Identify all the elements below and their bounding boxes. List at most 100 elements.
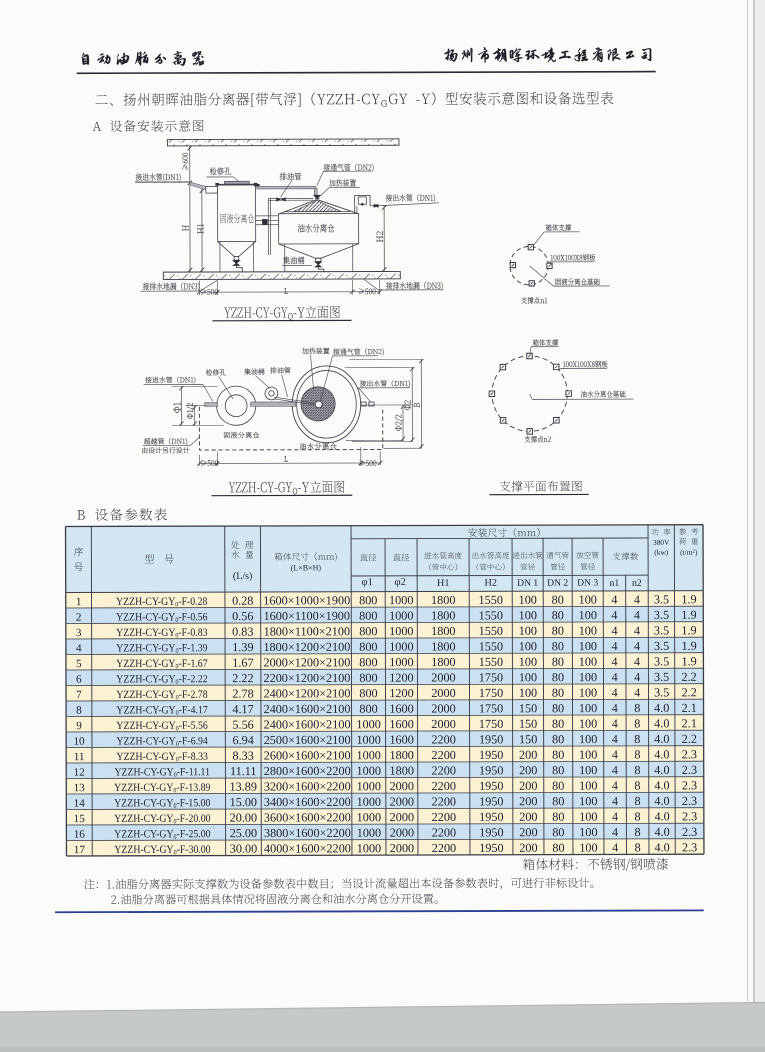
svg-text:4.0: 4.0 <box>654 732 669 746</box>
svg-text:YZZH-CY-GY0-F-15.00: YZZH-CY-GY0-F-15.00 <box>114 798 210 810</box>
svg-text:1000: 1000 <box>357 795 381 809</box>
svg-text:800: 800 <box>359 702 377 716</box>
svg-text:8: 8 <box>635 840 641 854</box>
svg-text:100: 100 <box>579 794 597 808</box>
svg-text:100: 100 <box>579 841 597 855</box>
svg-text:YZZH-CY-GY0-F-4.17: YZZH-CY-GY0-F-4.17 <box>116 705 207 717</box>
svg-text:8: 8 <box>634 732 640 746</box>
svg-text:YZZH-CY-GY0-F-0.83: YZZH-CY-GY0-F-0.83 <box>116 627 207 639</box>
svg-text:4: 4 <box>612 763 618 777</box>
svg-text:YZZH-CY-GY0-F-1.39: YZZH-CY-GY0-F-1.39 <box>116 643 207 655</box>
svg-text:4: 4 <box>612 841 618 855</box>
svg-text:φ2: φ2 <box>394 577 405 588</box>
svg-text:1800: 1800 <box>390 764 414 778</box>
svg-text:1.67: 1.67 <box>232 656 253 670</box>
svg-text:150: 150 <box>519 732 537 746</box>
svg-text:4: 4 <box>76 643 82 655</box>
svg-text:80: 80 <box>552 810 564 824</box>
svg-text:1950: 1950 <box>479 810 503 824</box>
svg-text:2.3: 2.3 <box>682 840 697 854</box>
svg-text:1550: 1550 <box>479 593 503 607</box>
svg-text:4.0: 4.0 <box>654 701 669 715</box>
svg-text:2200: 2200 <box>432 794 456 808</box>
svg-text:5.56: 5.56 <box>232 718 253 732</box>
svg-text:150: 150 <box>519 701 537 715</box>
svg-text:2200: 2200 <box>432 810 456 824</box>
svg-text:4: 4 <box>634 654 640 668</box>
svg-text:14: 14 <box>74 798 86 810</box>
svg-text:1600: 1600 <box>389 733 413 747</box>
svg-text:800: 800 <box>359 686 377 700</box>
svg-text:2000: 2000 <box>390 795 414 809</box>
svg-text:800: 800 <box>359 655 377 669</box>
svg-text:100: 100 <box>579 608 597 622</box>
svg-text:1000: 1000 <box>389 640 413 654</box>
svg-text:1800×1100×2100: 1800×1100×2100 <box>264 624 350 638</box>
svg-text:2000: 2000 <box>390 841 414 855</box>
svg-text:1000: 1000 <box>357 841 381 855</box>
svg-text:4: 4 <box>634 592 640 606</box>
svg-text:80: 80 <box>552 841 564 855</box>
svg-text:20.00: 20.00 <box>230 811 257 825</box>
svg-text:1000: 1000 <box>356 748 380 762</box>
svg-text:2000: 2000 <box>431 701 455 715</box>
svg-text:4: 4 <box>634 670 640 684</box>
svg-text:80: 80 <box>552 608 564 622</box>
svg-text:4.0: 4.0 <box>654 716 669 730</box>
svg-text:8: 8 <box>76 705 82 717</box>
svg-text:4: 4 <box>634 639 640 653</box>
svg-text:1.9: 1.9 <box>681 654 696 668</box>
svg-text:4.0: 4.0 <box>654 794 669 808</box>
svg-text:80: 80 <box>552 779 564 793</box>
svg-text:YZZH-CY-GY0-F-2.78: YZZH-CY-GY0-F-2.78 <box>116 689 207 701</box>
svg-text:80: 80 <box>552 763 564 777</box>
svg-text:800: 800 <box>359 671 377 685</box>
svg-text:100: 100 <box>519 593 537 607</box>
svg-text:80: 80 <box>552 717 564 731</box>
svg-text:4: 4 <box>612 732 618 746</box>
svg-text:2.78: 2.78 <box>232 687 253 701</box>
svg-text:4: 4 <box>634 623 640 637</box>
svg-text:800: 800 <box>359 624 377 638</box>
svg-text:1.9: 1.9 <box>681 623 696 637</box>
svg-text:1550: 1550 <box>479 655 503 669</box>
svg-text:2200: 2200 <box>432 825 456 839</box>
svg-text:2400×1200×2100: 2400×1200×2100 <box>264 686 351 700</box>
svg-text:8: 8 <box>634 701 640 715</box>
svg-text:3.5: 3.5 <box>654 670 669 684</box>
svg-text:2.3: 2.3 <box>682 825 697 839</box>
svg-text:8: 8 <box>634 763 640 777</box>
svg-text:100: 100 <box>519 686 537 700</box>
svg-text:0.28: 0.28 <box>232 594 253 608</box>
svg-text:2.3: 2.3 <box>682 809 697 823</box>
svg-text:16: 16 <box>74 829 86 841</box>
svg-text:1200: 1200 <box>389 686 413 700</box>
svg-text:2200: 2200 <box>432 763 456 777</box>
svg-text:100: 100 <box>519 670 537 684</box>
svg-text:8: 8 <box>635 825 641 839</box>
svg-text:2200×1200×2100: 2200×1200×2100 <box>263 671 350 685</box>
svg-text:2.22: 2.22 <box>232 671 253 685</box>
svg-text:200: 200 <box>519 794 537 808</box>
svg-text:80: 80 <box>552 655 564 669</box>
svg-text:1.39: 1.39 <box>232 640 253 654</box>
svg-text:4.0: 4.0 <box>654 778 669 792</box>
svg-text:100: 100 <box>579 655 597 669</box>
svg-text:1800: 1800 <box>431 639 455 653</box>
svg-text:2.1: 2.1 <box>682 716 697 730</box>
svg-text:8: 8 <box>634 716 640 730</box>
svg-text:17: 17 <box>74 844 86 856</box>
svg-text:6.94: 6.94 <box>232 733 253 747</box>
svg-text:4: 4 <box>611 624 617 638</box>
svg-text:1950: 1950 <box>479 825 503 839</box>
svg-text:1750: 1750 <box>479 670 503 684</box>
svg-text:1950: 1950 <box>479 763 503 777</box>
svg-text:100: 100 <box>579 810 597 824</box>
svg-text:3: 3 <box>76 627 82 639</box>
svg-text:1600: 1600 <box>389 717 413 731</box>
svg-text:1550: 1550 <box>479 608 503 622</box>
svg-text:2600×1600×2100: 2600×1600×2100 <box>264 748 351 762</box>
svg-text:7: 7 <box>76 689 82 701</box>
svg-text:3200×1600×2200: 3200×1600×2200 <box>264 779 351 793</box>
svg-text:(L/s): (L/s) <box>233 571 252 582</box>
